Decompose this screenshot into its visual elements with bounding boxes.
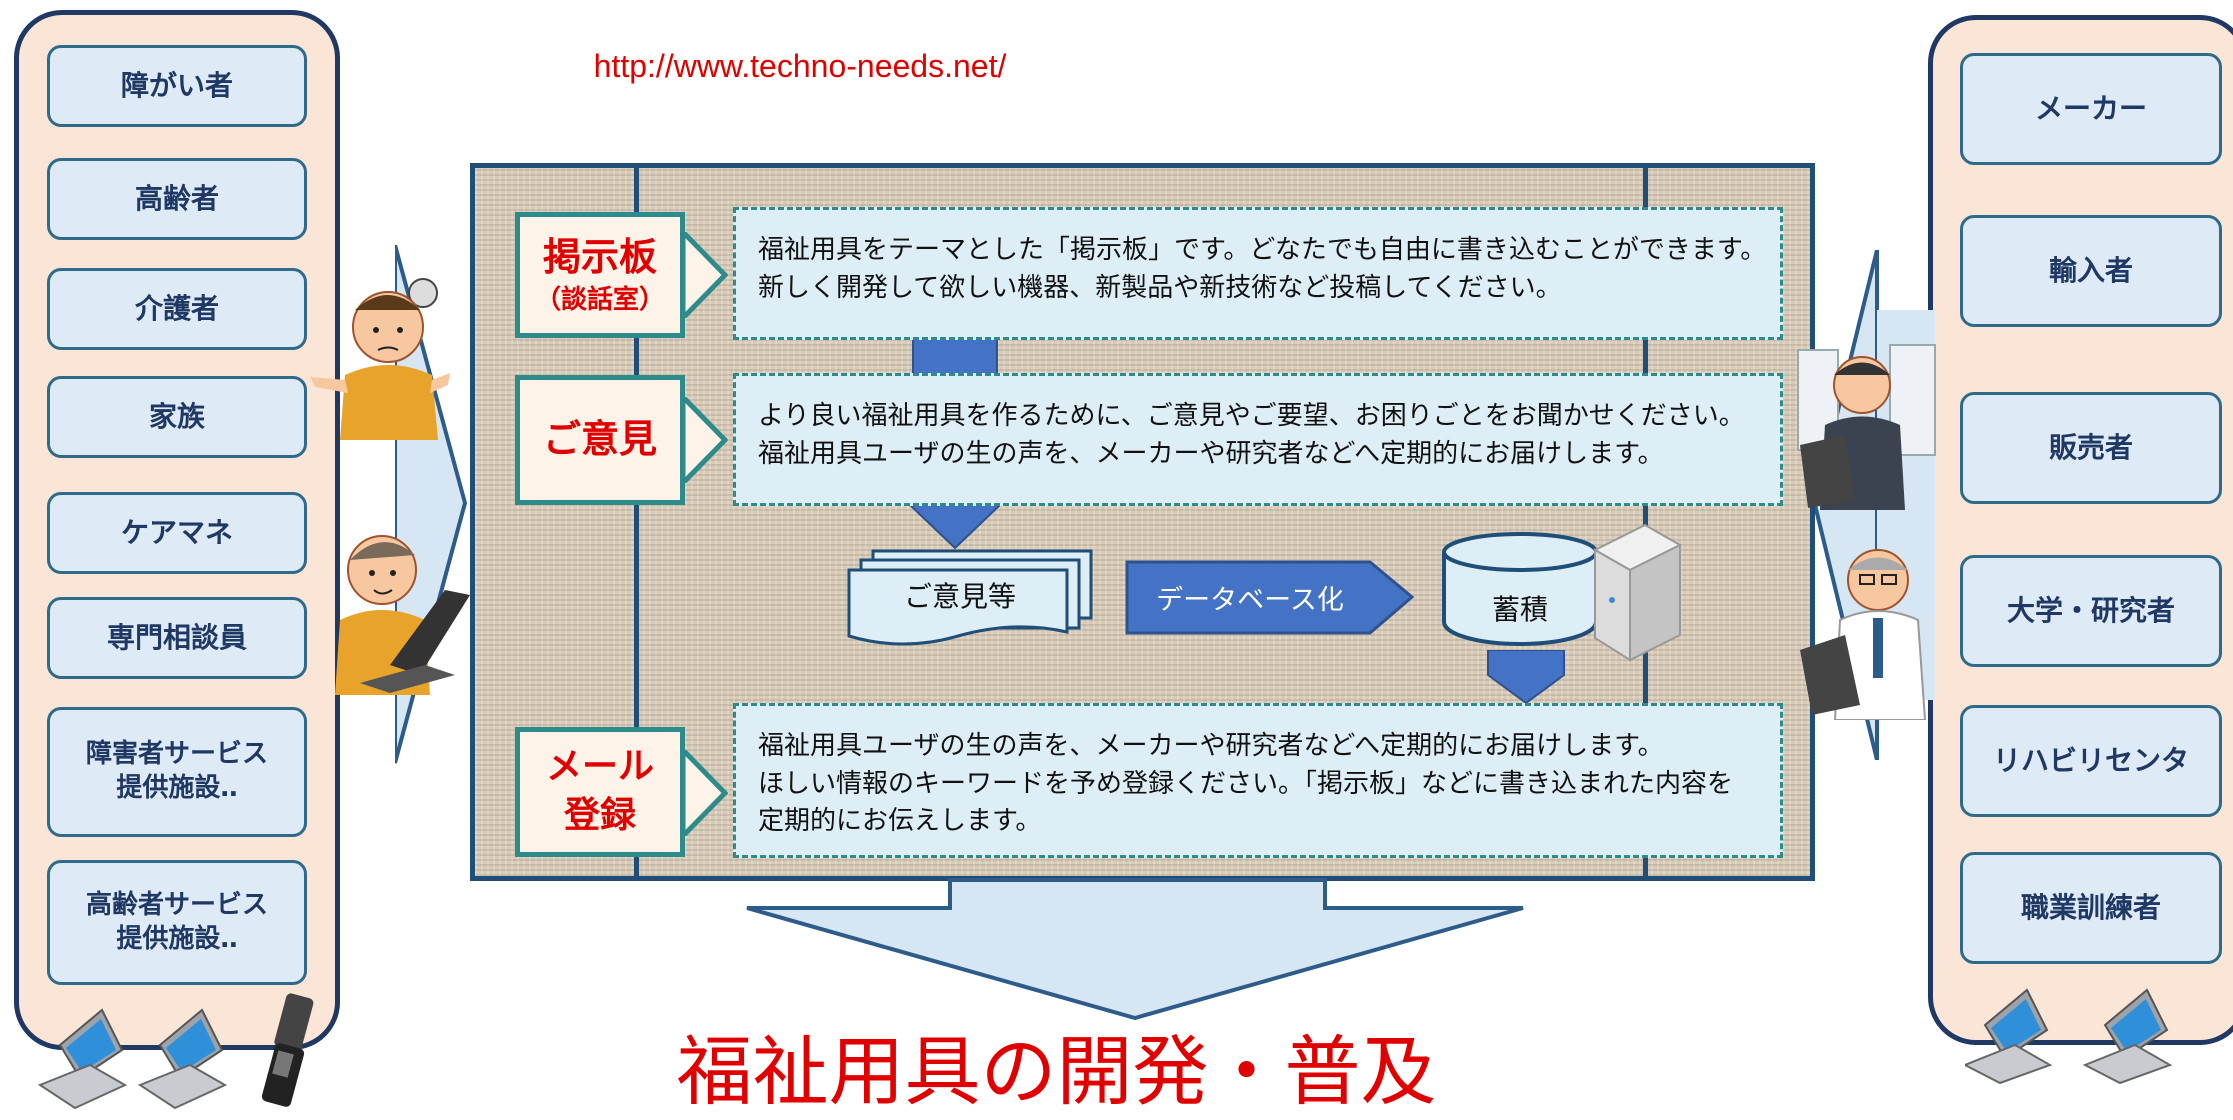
right-item-importer: 輸入者 [1960, 215, 2222, 327]
bbs-label[interactable]: 掲示板 （談話室） [515, 212, 685, 338]
left-item-family: 家族 [47, 376, 307, 458]
mail-label-line2: 登録 [563, 795, 636, 836]
left-item-disabled: 障がい者 [47, 45, 307, 127]
database-arrow-label: データベース化 [1156, 585, 1344, 616]
businessman-illustration [1797, 344, 1936, 510]
mail-pointer [683, 750, 728, 836]
pc-terminals-left [37, 993, 314, 1110]
opinion-desc-line-2: 福祉用具ユーザの生の声を、メーカーや研究者などへ定期的にお届けします。 [758, 438, 1664, 469]
bbs-label-sub: （談話室） [534, 285, 665, 316]
board-divider-right [1643, 163, 1648, 881]
down-arrow-storage-to-mail [1487, 650, 1565, 705]
left-item-disability-facility: 障害者サービス 提供施設‥ [47, 707, 307, 837]
documents-label: ご意見等 [903, 580, 1016, 613]
opinion-pointer [683, 397, 728, 483]
pc-terminals-right [1965, 988, 2173, 1085]
site-url[interactable]: http://www.techno-needs.net/ [593, 48, 1007, 84]
mail-description: 福祉用具ユーザの生の声を、メーカーや研究者などへ定期的にお届けします。 ほしい情… [733, 703, 1783, 858]
left-item-elderly-facility: 高齢者サービス 提供施設‥ [47, 860, 307, 985]
diagram-title-cutoff [0, 0, 2233, 13]
bbs-desc-line-2: 新しく開発して欲しい機器、新製品や新技術など投稿してください。 [758, 272, 1562, 303]
bbs-desc-line-1: 福祉用具をテーマとした「掲示板」です。どなたでも自由に書き込むことができます。 [758, 235, 1767, 265]
right-item-vocational-trainer: 職業訓練者 [1960, 852, 2222, 964]
bottom-output-arrow [746, 878, 1524, 1020]
right-item-researcher: 大学・研究者 [1960, 555, 2222, 667]
storage-label: 蓄積 [1491, 593, 1548, 626]
left-item-elderly: 高齢者 [47, 158, 307, 240]
bbs-label-main: 掲示板 [542, 234, 657, 279]
bottom-title: 福祉用具の開発・普及 [676, 1027, 1437, 1116]
computer-icon [2082, 988, 2173, 1085]
mail-desc-line-2: ほしい情報のキーワードを予め登録ください。「掲示板」などに書き込まれた内容を [758, 768, 1734, 799]
opinion-label[interactable]: ご意見 [515, 375, 685, 505]
computer-icon [37, 1008, 128, 1110]
left-item-caregiver: 介護者 [47, 268, 307, 350]
right-item-manufacturer: メーカー [1960, 53, 2222, 165]
opinion-label-text: ご意見 [542, 417, 657, 462]
bbs-pointer [683, 232, 728, 318]
database-arrow [1125, 560, 1415, 635]
right-item-seller: 販売者 [1960, 392, 2222, 504]
right-item-rehab-center: リハビリセンタ [1960, 705, 2222, 817]
computer-icon [1965, 988, 2053, 1085]
mail-desc-line-1: 福祉用具ユーザの生の声を、メーカーや研究者などへ定期的にお届けします。 [758, 731, 1664, 761]
board-divider-left [634, 163, 639, 881]
computer-icon [137, 1008, 228, 1110]
bbs-description: 福祉用具をテーマとした「掲示板」です。どなたでも自由に書き込むことができます。 … [733, 207, 1783, 340]
opinion-description: より良い福祉用具を作るために、ご意見やご要望、お困りごとをお聞かせください。 福… [733, 373, 1783, 506]
down-arrow-opinion-to-docs [908, 505, 1002, 550]
doctor-illustration [1800, 549, 1927, 720]
documents-shape [847, 549, 1093, 646]
mail-label-line1: メール [545, 746, 654, 788]
mobile-phone-icon [261, 993, 314, 1107]
opinion-desc-line-1: より良い福祉用具を作るために、ご意見やご要望、お困りごとをお聞かせください。 [758, 401, 1745, 431]
server-icon [1592, 523, 1683, 662]
mail-desc-line-3: 定期的にお伝えします。 [758, 806, 1042, 837]
storage-cylinder [1442, 532, 1598, 646]
down-arrow-bbs-to-opinion [912, 337, 998, 377]
person-puzzled-illustration [310, 278, 450, 440]
mail-registration-label[interactable]: メール 登録 [515, 727, 685, 857]
left-item-consultant: 専門相談員 [47, 597, 307, 679]
person-with-laptop-illustration [335, 535, 470, 695]
left-item-care-manager: ケアマネ [47, 492, 307, 574]
